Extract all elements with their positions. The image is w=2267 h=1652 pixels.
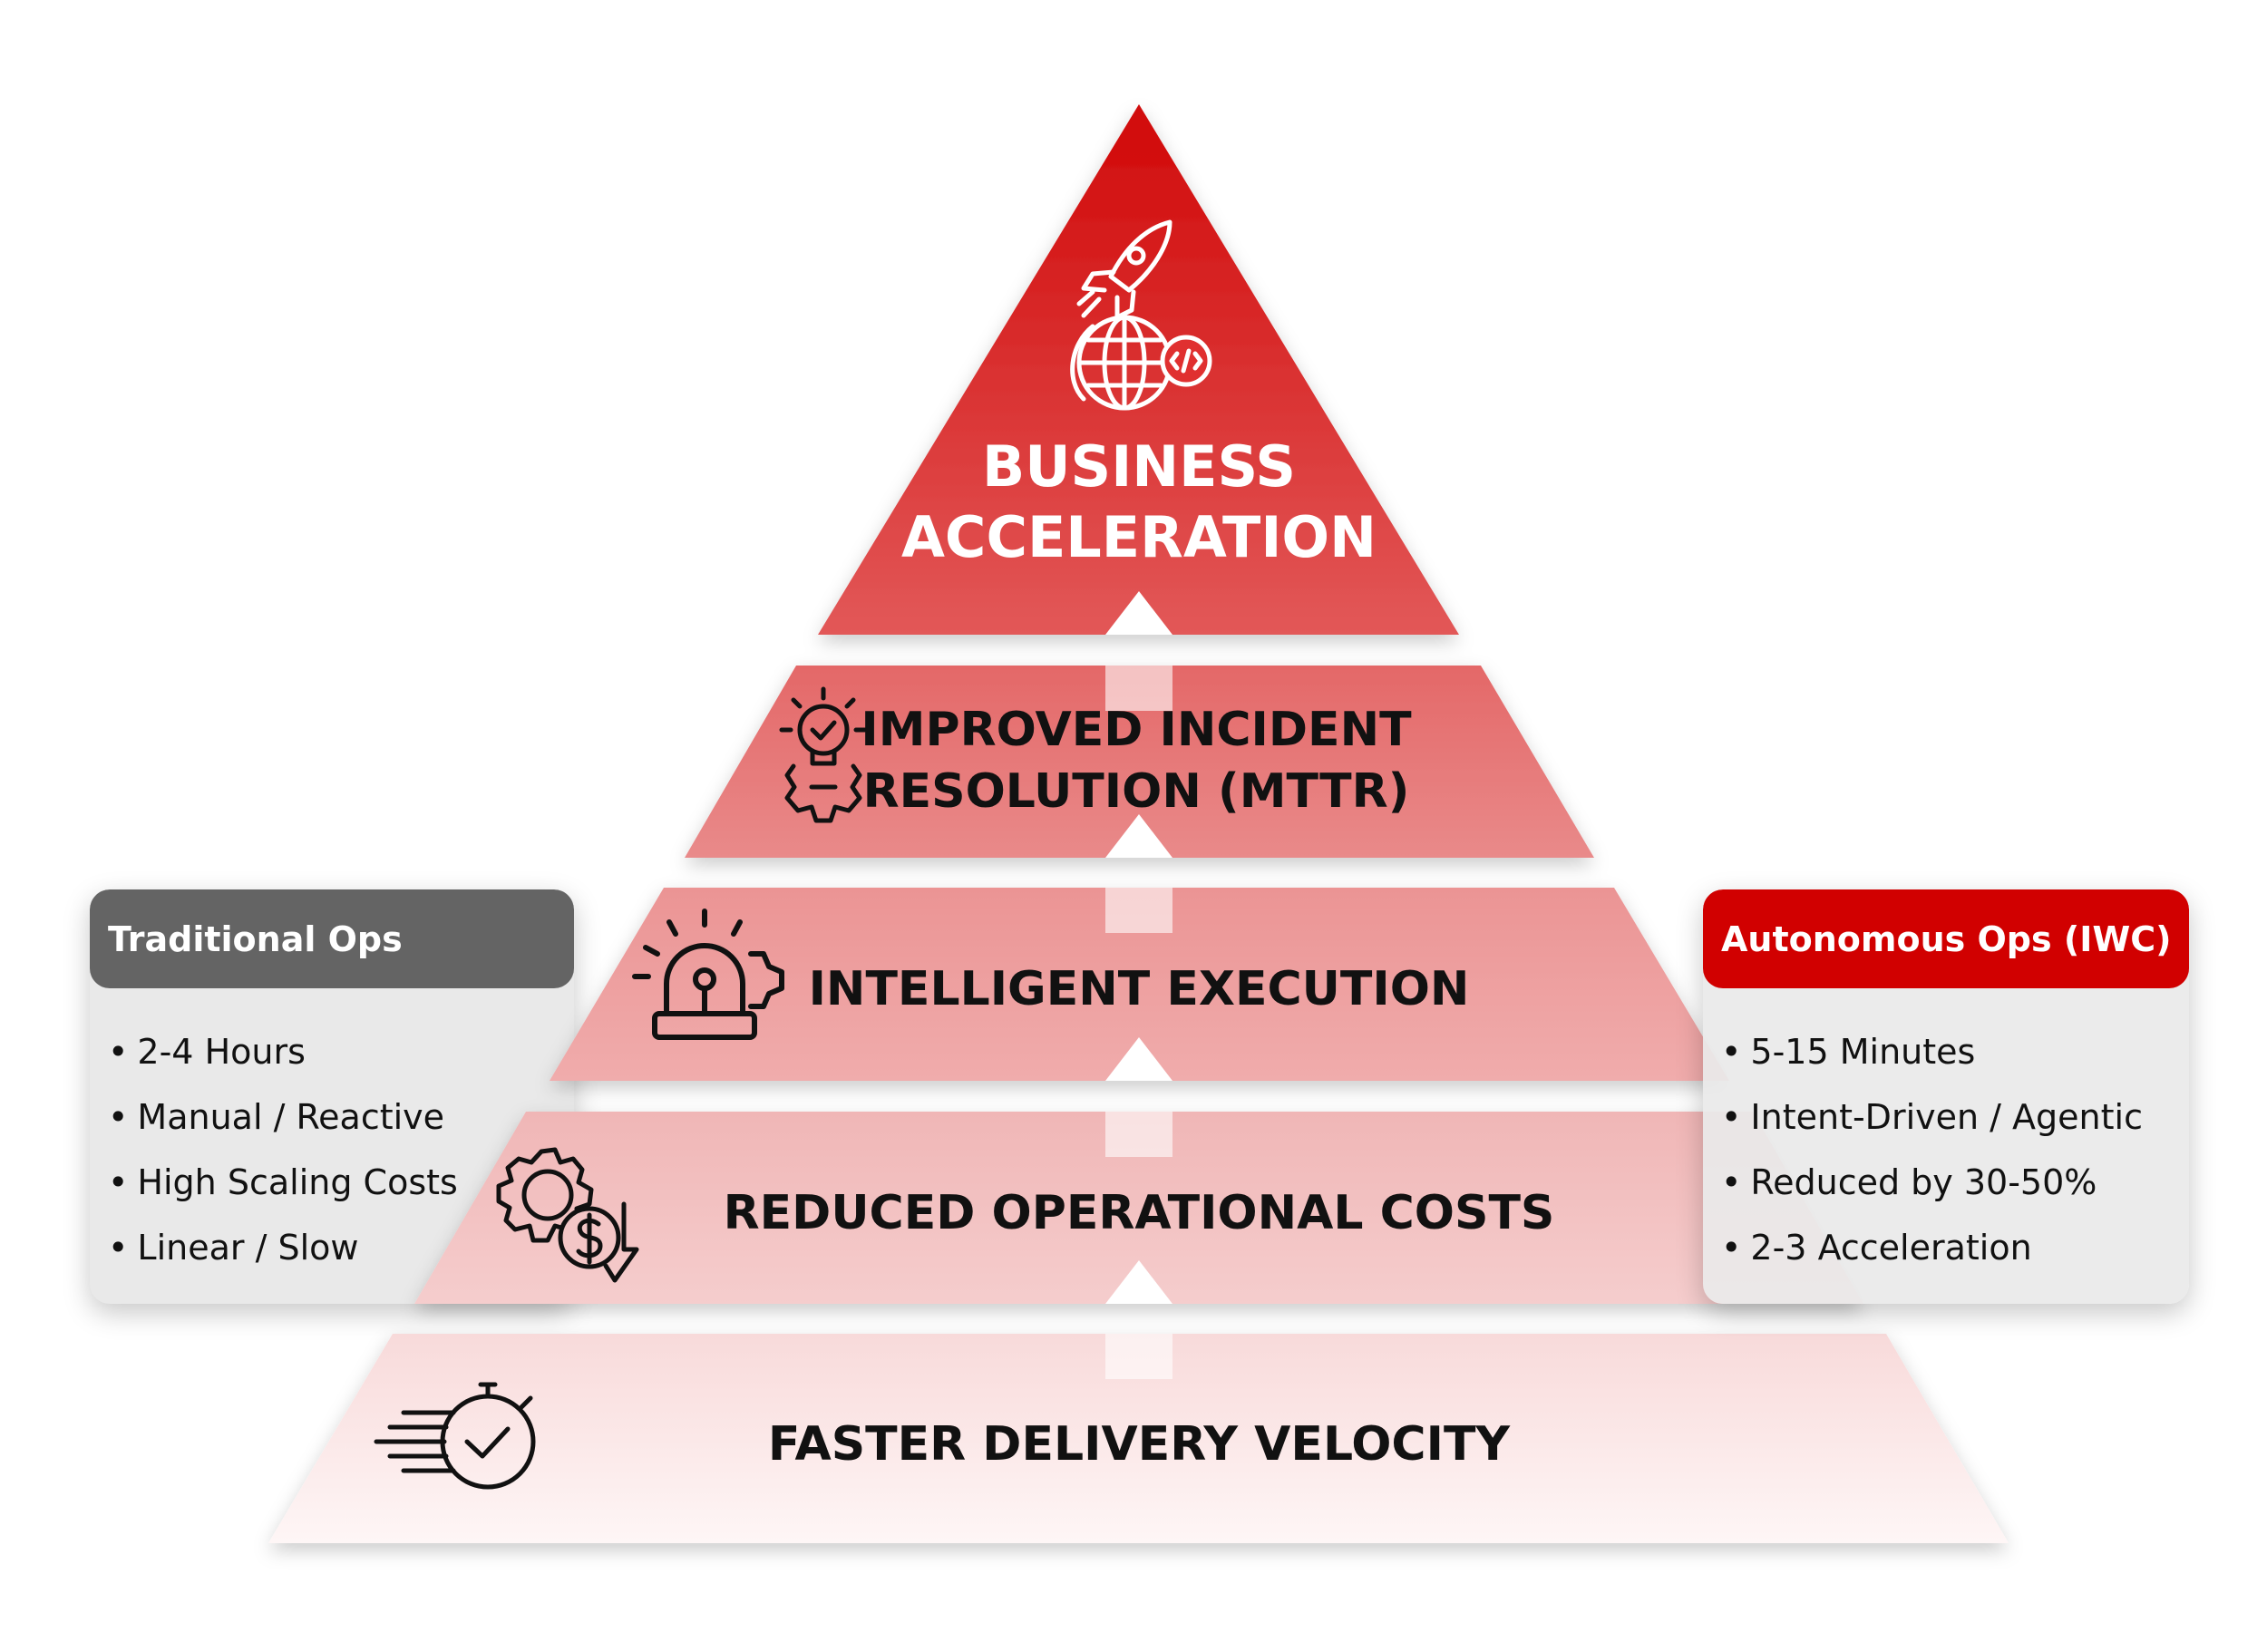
alarm-light-gear-icon — [632, 909, 784, 1040]
rocket-globe-icon — [1070, 219, 1212, 411]
autonomous-item: Intent-Driven / Agentic — [1721, 1084, 2189, 1150]
arrow-up-icon — [1105, 1037, 1172, 1081]
pyramid-level-3 — [550, 888, 1729, 1081]
stopwatch-check-icon — [374, 1382, 536, 1490]
autonomous-item: 2-3 Acceleration — [1721, 1215, 2189, 1280]
traditional-item: High Scaling Costs — [108, 1150, 574, 1215]
pyramid-level-4 — [414, 1112, 1863, 1304]
level-5-title: FASTER DELIVERY VELOCITY — [768, 1417, 1512, 1472]
level-2-title-line2: RESOLUTION (MTTR) — [863, 764, 1410, 819]
lightbulb-gear-icon — [779, 686, 868, 823]
up-arrows — [1105, 591, 1172, 1379]
level-1-title-line1: BUSINESS — [982, 433, 1296, 500]
autonomous-ops-panel: Autonomous Ops (IWC) 5-15 Minutes Intent… — [1703, 889, 2189, 1304]
level-1-title-line2: ACCELERATION — [901, 504, 1377, 570]
traditional-item: Manual / Reactive — [108, 1084, 574, 1150]
traditional-ops-title: Traditional Ops — [90, 889, 574, 988]
level-4-title: REDUCED OPERATIONAL COSTS — [724, 1186, 1555, 1240]
arrow-up-icon — [1105, 1260, 1172, 1304]
traditional-item: 2-4 Hours — [108, 1019, 574, 1084]
level-3-title: INTELLIGENT EXECUTION — [809, 962, 1470, 1016]
autonomous-ops-title: Autonomous Ops (IWC) — [1703, 889, 2189, 988]
pyramid-level-2 — [685, 666, 1594, 858]
autonomous-item: 5-15 Minutes — [1721, 1019, 2189, 1084]
pyramid-level-1 — [818, 104, 1459, 635]
autonomous-item: Reduced by 30-50% — [1721, 1150, 2189, 1215]
gear-dollar-down-icon — [496, 1147, 639, 1283]
level-2-title-line1: IMPROVED INCIDENT — [861, 703, 1412, 757]
pyramid-level-5 — [268, 1334, 2009, 1543]
traditional-item: Linear / Slow — [108, 1215, 574, 1280]
traditional-ops-panel: Traditional Ops 2-4 Hours Manual / React… — [90, 889, 574, 1304]
arrow-up-icon — [1105, 591, 1172, 635]
arrow-up-icon — [1105, 814, 1172, 858]
